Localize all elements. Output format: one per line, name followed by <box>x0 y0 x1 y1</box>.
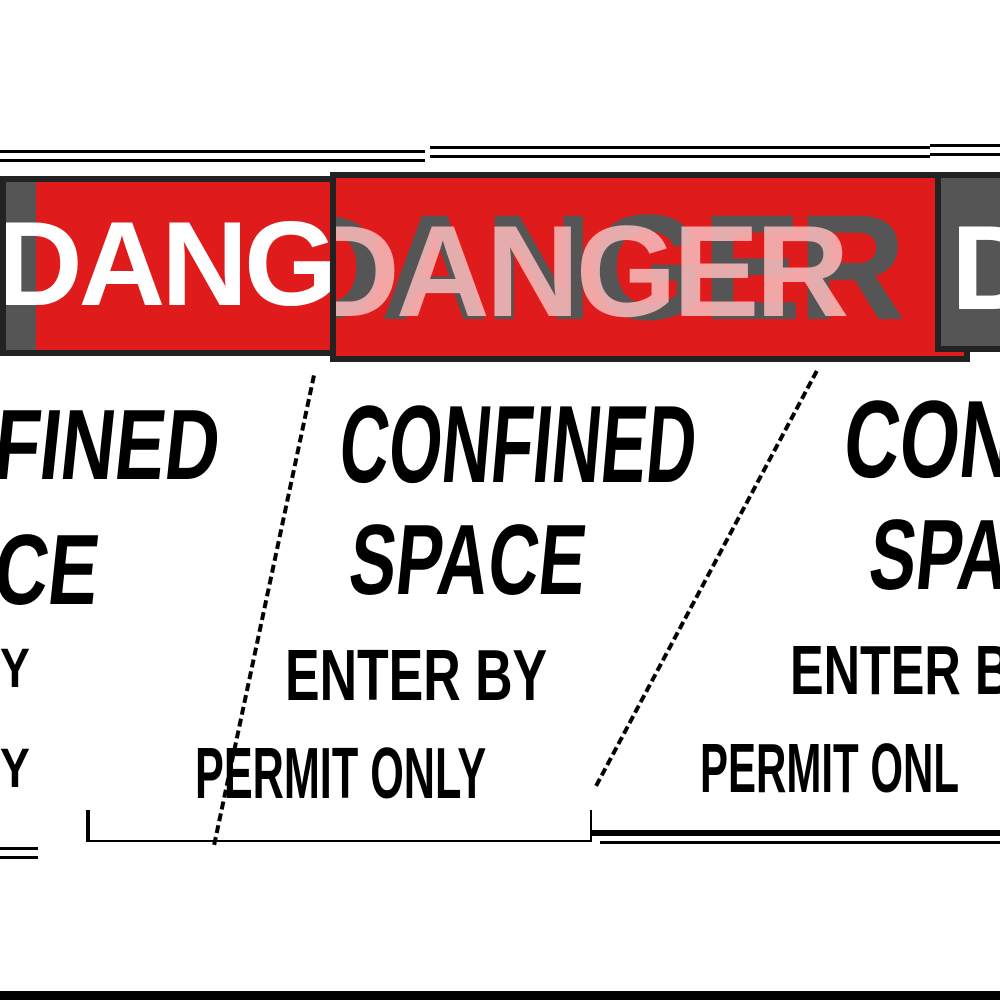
bottom-black-bar <box>0 991 1000 1000</box>
top-rule-left <box>0 150 425 162</box>
header-text-center: DANGER <box>330 198 849 344</box>
left-line-3: Y <box>0 636 30 699</box>
left-line-2: CE <box>0 514 105 626</box>
danger-header-right: DANGER <box>935 172 1000 352</box>
center-sign-frame <box>86 810 592 842</box>
top-rule-right <box>930 144 1000 156</box>
top-rule-center <box>430 146 930 158</box>
bottom-rule-right <box>600 832 1000 844</box>
bottom-rule-left <box>0 847 38 859</box>
right-line-space: SPAS <box>864 499 1000 611</box>
left-line-1: FINED <box>0 389 226 501</box>
center-line-space: SPACE <box>344 504 592 616</box>
right-line-permit-only: PERMIT ONL <box>700 729 959 807</box>
center-line-enter-by: ENTER BY <box>285 636 548 716</box>
center-line-permit-only: PERMIT ONLY <box>195 734 487 814</box>
left-line-4: Y <box>0 736 30 799</box>
right-line-enter-by: ENTER B <box>790 631 1000 709</box>
right-line-confined: CON <box>838 378 1000 501</box>
center-line-confined: CONFINED <box>334 383 702 506</box>
header-text-right: DANGER <box>951 208 1000 328</box>
danger-header-center: DANGER DANGER <box>330 172 970 362</box>
header-gray-stripe <box>6 182 36 350</box>
header-text-center-shadow: DANGER <box>330 183 906 351</box>
